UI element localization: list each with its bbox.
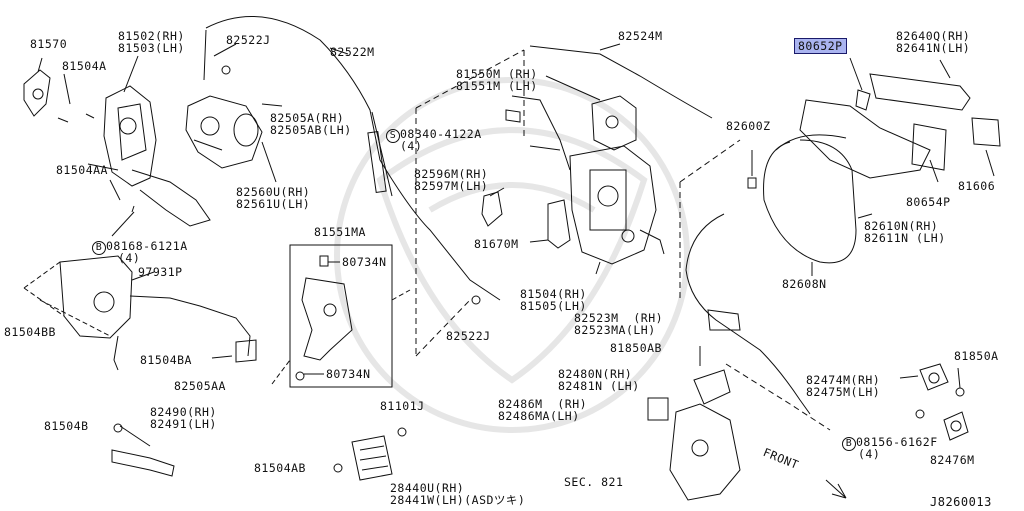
label-82505A-rh: 82505A(RH): [270, 111, 345, 125]
label-82481N-lh: 82481N (LH): [558, 379, 640, 393]
striker-82474M: [915, 363, 969, 441]
label-80734N-b: 80734N: [326, 367, 371, 381]
label-80654P: 80654P: [906, 195, 951, 209]
label-82505AA: 82505AA: [174, 379, 226, 393]
label-82524M: 82524M: [618, 29, 663, 43]
cable-82522M: [203, 15, 501, 301]
label-81504AB: 81504AB: [254, 461, 306, 475]
label-80652P-highlighted[interactable]: 80652P: [794, 38, 847, 54]
label-08156-qty: (4): [858, 447, 881, 461]
label-82490-rh: 82490(RH): [150, 405, 217, 419]
label-82641N-lh: 82641N(LH): [896, 41, 971, 55]
circle-b-icon: B: [842, 437, 856, 451]
label-81504BA: 81504BA: [140, 353, 192, 367]
label-82597M-lh: 82597M(LH): [414, 179, 489, 193]
cable-82523M: [685, 213, 811, 415]
label-81101J: 81101J: [380, 399, 425, 413]
label-82491-lh: 82491(LH): [150, 417, 217, 431]
label-08168-qty: (4): [118, 251, 141, 265]
cover-81670M: [547, 199, 571, 249]
label-81503-lh: 81503(LH): [118, 41, 185, 55]
label-82560U-rh: 82560U(RH): [236, 185, 311, 199]
label-82608N: 82608N: [782, 277, 827, 291]
circle-b-icon: B: [92, 241, 106, 255]
watermark-emblem: [334, 77, 690, 433]
label-82474M-rh: 82474M(RH): [806, 373, 881, 387]
label-81850A: 81850A: [954, 349, 999, 363]
label-sec-821: SEC. 821: [564, 475, 624, 489]
label-82522J-mid: 82522J: [446, 329, 491, 343]
label-82505AB-lh: 82505AB(LH): [270, 123, 352, 137]
label-81504-rh: 81504(RH): [520, 287, 587, 301]
label-81550M-rh: 81550M (RH): [456, 67, 538, 81]
motor-82560U: [185, 95, 263, 169]
label-08340-qty: (4): [400, 139, 423, 153]
label-81606: 81606: [958, 179, 996, 193]
label-82480N-rh: 82480N(RH): [558, 367, 633, 381]
rod-82490: [111, 449, 175, 477]
label-82611N-lh: 82611N (LH): [864, 231, 946, 245]
label-82486MA-lh: 82486MA(LH): [498, 409, 580, 423]
bracket-81570: [23, 69, 51, 117]
label-81504A: 81504A: [62, 59, 107, 73]
label-82523MA-lh: 82523MA(LH): [574, 323, 656, 337]
label-82475M-lh: 82475M(LH): [806, 385, 881, 399]
label-28440U-rh: 28440U(RH): [390, 481, 465, 495]
label-81504AA: 81504AA: [56, 163, 108, 177]
label-81670M: 81670M: [474, 237, 519, 251]
label-82523M-rh: 82523M (RH): [574, 311, 664, 325]
bracket-82480N: [647, 369, 741, 501]
handle-82640Q: [799, 73, 1001, 179]
label-82522M: 82522M: [330, 45, 375, 59]
label-28441W-lh: 28441W(LH)(ASDツキ): [390, 493, 526, 507]
latch-81504: [569, 145, 665, 265]
label-82596M-rh: 82596M(RH): [414, 167, 489, 181]
label-81570: 81570: [30, 37, 68, 51]
label-81504B: 81504B: [44, 419, 89, 433]
actuator-81550M: [505, 95, 637, 171]
module-28440U: [351, 435, 393, 481]
label-82476M: 82476M: [930, 453, 975, 467]
lock-81551MA: [295, 255, 353, 381]
label-82486M-rh: 82486M (RH): [498, 397, 588, 411]
label-82640Q-rh: 82640Q(RH): [896, 29, 971, 43]
rod-82524M: [529, 45, 713, 119]
label-82561U-lh: 82561U(LH): [236, 197, 311, 211]
label-80734N-a: 80734N: [342, 255, 387, 269]
actuator-81502: [103, 85, 211, 227]
unit-97931P: [59, 255, 257, 371]
cable-82608N: [763, 139, 857, 264]
label-81504BB: 81504BB: [4, 325, 56, 339]
label-81850AB: 81850AB: [610, 341, 662, 355]
label-81551MA: 81551MA: [314, 225, 366, 239]
label-82600Z: 82600Z: [726, 119, 771, 133]
front-arrow: [825, 479, 847, 499]
label-81505-lh: 81505(LH): [520, 299, 587, 313]
label-82610N-rh: 82610N(RH): [864, 219, 939, 233]
diagram-id: J8260013: [930, 495, 992, 509]
inset-box-81551MA: [289, 244, 393, 388]
label-97931P: 97931P: [138, 265, 183, 279]
circle-s-icon: S: [386, 129, 400, 143]
label-82522J-top: 82522J: [226, 33, 271, 47]
clip-82596M: [481, 191, 503, 227]
label-81502-rh: 81502(RH): [118, 29, 185, 43]
label-81551M-lh: 81551M (LH): [456, 79, 538, 93]
